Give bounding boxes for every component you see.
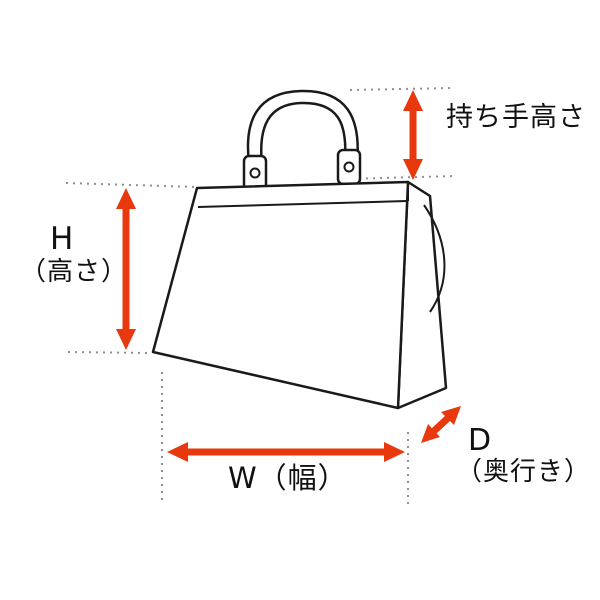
handle-tab-right	[336, 148, 362, 186]
guide-bag-top-left	[65, 182, 197, 188]
guide-bag-top-right	[344, 175, 456, 180]
height-label-letter: H	[50, 221, 75, 257]
handle-height-label: 持ち手高さ	[446, 102, 586, 133]
bag-side-seam	[423, 204, 446, 313]
guide-bag-bottom-left	[67, 351, 151, 354]
handle-height-arrow	[403, 90, 423, 180]
handle-rivet-left	[249, 167, 261, 179]
width-arrow	[167, 442, 405, 462]
bag-drawing	[151, 89, 448, 410]
measurement-arrows	[116, 90, 461, 462]
bag-front-panel	[151, 180, 410, 410]
height-arrow	[116, 188, 136, 350]
guide-handle-top	[349, 87, 453, 91]
depth-label-letter: D	[468, 423, 493, 458]
bag-flap-seam	[197, 200, 408, 208]
height-label-caption: （高さ）	[20, 257, 129, 287]
width-label: W（幅）	[228, 461, 348, 495]
depth-label-caption: （奥行き）	[456, 457, 592, 487]
depth-arrow	[421, 406, 461, 443]
handle-rivet-right	[343, 161, 355, 173]
guide-lines	[65, 87, 456, 508]
